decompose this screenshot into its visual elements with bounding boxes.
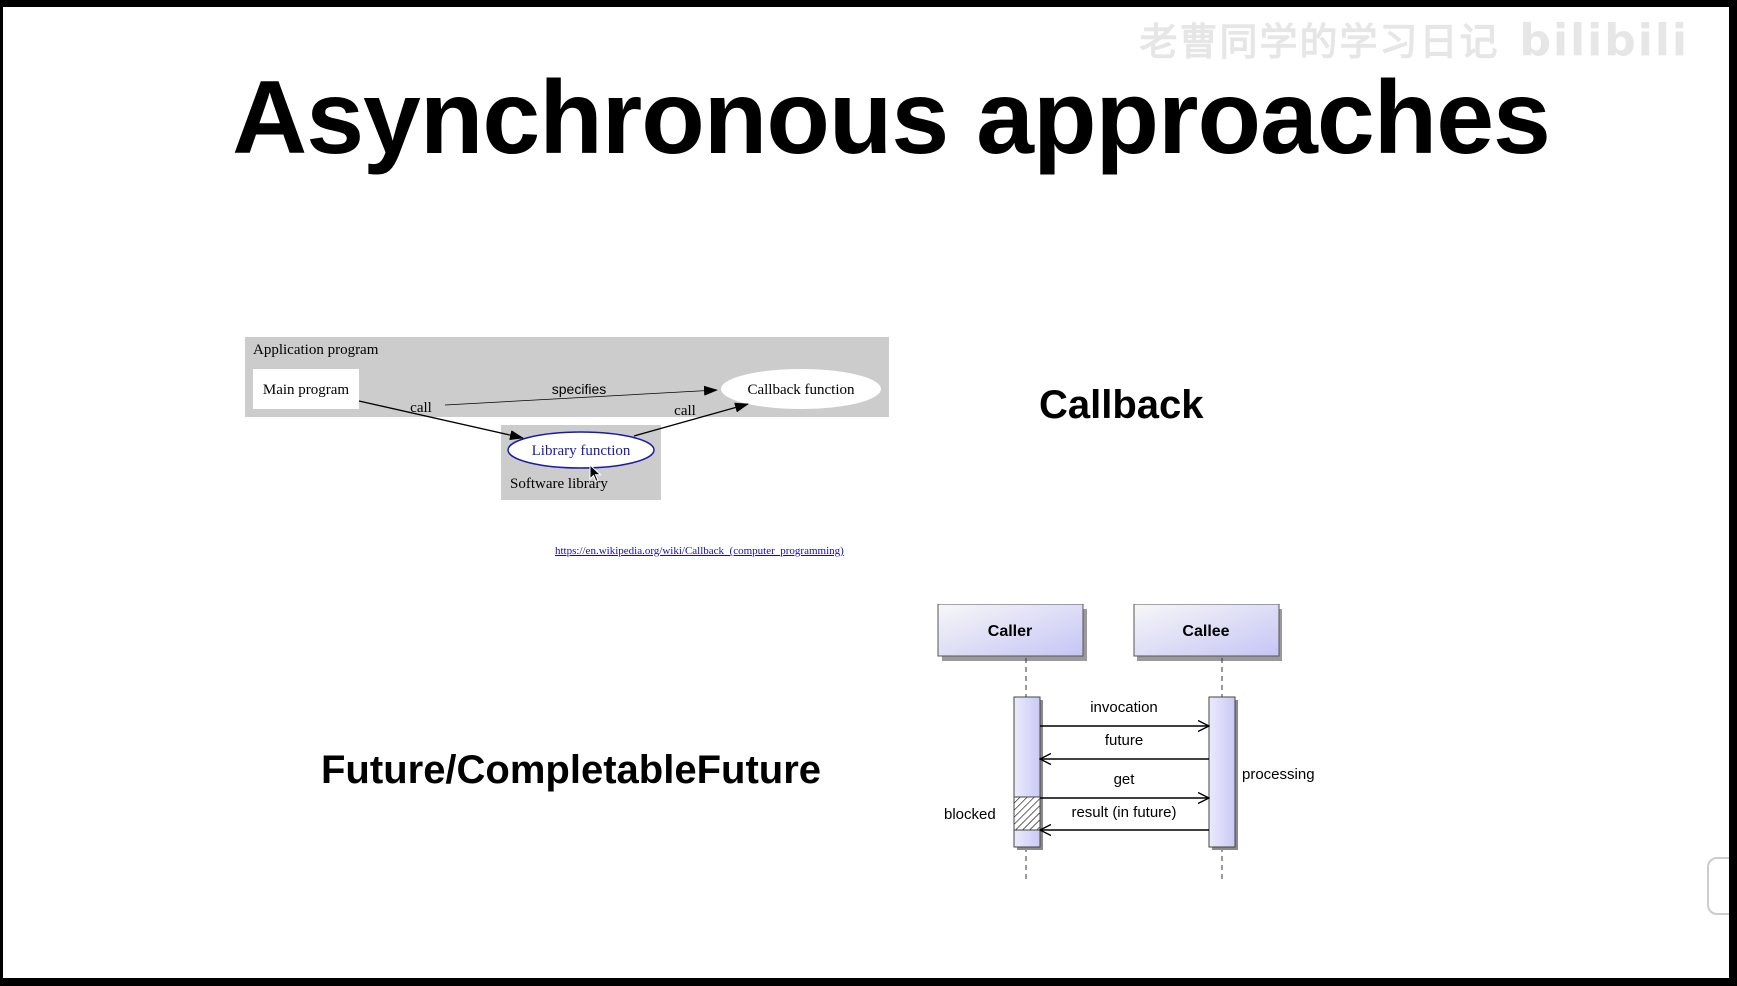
blocked-region [1013, 796, 1041, 831]
result-label: result (in future) [1071, 804, 1176, 821]
specifies-edge-label: specifies [552, 381, 606, 397]
watermark-text: 老曹同学的学习日记 [1139, 20, 1500, 64]
specifies-edge [444, 385, 718, 406]
bilibili-logo-icon: bilibili [1519, 15, 1689, 66]
arrow-cursor-icon [589, 464, 602, 483]
library-function-node [507, 431, 655, 469]
callback-function-node [721, 369, 881, 409]
call-edge-label-1: call [410, 400, 432, 416]
callback-function-label: Callback function [747, 382, 855, 398]
processing-label: processing [1242, 766, 1315, 783]
wikipedia-callback-link[interactable]: https://en.wikipedia.org/wiki/Callback_(… [555, 545, 844, 557]
blocked-label: blocked [944, 806, 996, 823]
future-message-label: future [1105, 732, 1143, 749]
call-edge-label-2: call [674, 403, 696, 419]
software-library-label: Software library [510, 476, 608, 492]
call-edge-library-to-callback [633, 402, 749, 437]
get-label: get [1114, 771, 1136, 788]
call-edge-main-to-library [358, 400, 524, 441]
slide-title: Asynchronous approaches [232, 60, 1551, 176]
future-completablefuture-heading: Future/CompletableFuture [321, 748, 822, 792]
side-scroll-handle[interactable] [1707, 857, 1729, 915]
callback-heading: Callback [1039, 383, 1204, 427]
slide: 老曹同学的学习日记 bilibili Asynchronous approache… [3, 7, 1729, 978]
library-function-label: Library function [532, 443, 631, 459]
future-sequence-diagram: Caller Callee invocation future get resu… [937, 604, 1315, 879]
callee-activation-bar [1208, 696, 1236, 848]
caller-box [937, 604, 1084, 657]
callee-box [1133, 604, 1280, 657]
invocation-label: invocation [1090, 699, 1158, 716]
callee-label: Callee [1182, 623, 1229, 640]
caller-label: Caller [988, 623, 1032, 640]
application-program-label: Application program [253, 342, 379, 358]
main-program-label: Main program [263, 382, 350, 398]
main-program-node [253, 369, 359, 409]
watermark: 老曹同学的学习日记 bilibili [1140, 11, 1690, 66]
callback-diagram: Application program Main program Callbac… [245, 337, 889, 500]
